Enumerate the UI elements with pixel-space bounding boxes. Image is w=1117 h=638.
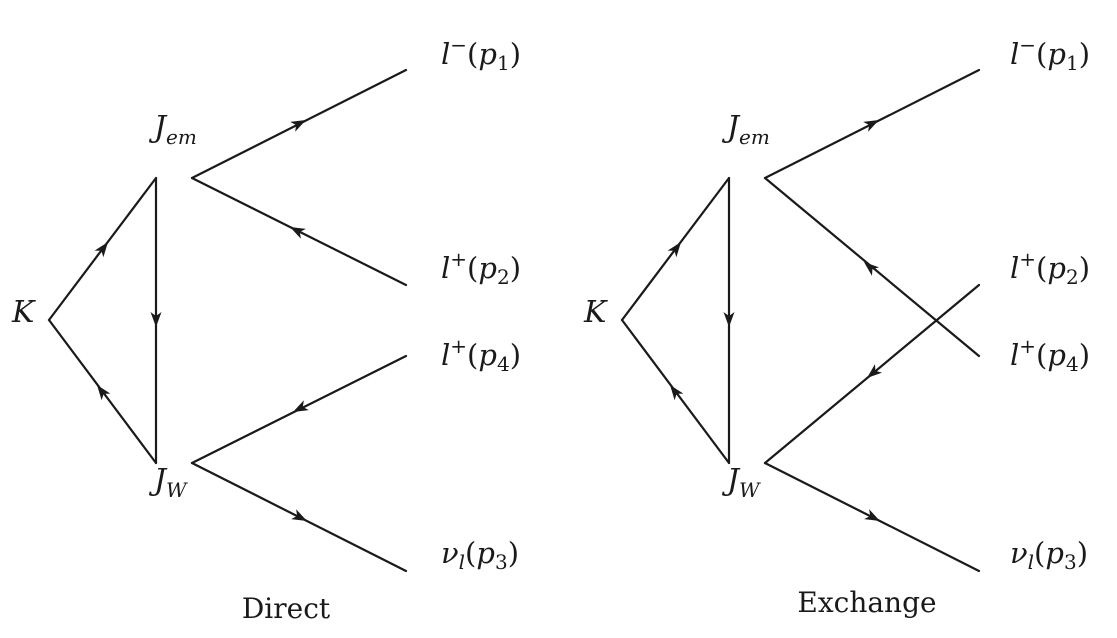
exchange-caption: Exchange [797,586,936,619]
direct-arrow-lepton-plus-p4 [293,400,309,412]
direct-caption: Direct [242,592,331,625]
direct-diagram: K Jem JW l−(p1) l+(p2) l+(p4) νl(p3) Dir… [11,33,521,625]
exchange-neutrino-p3-label: νl(p3) [1010,536,1088,574]
exchange-lepton-minus-p1-label: l−(p1) [1010,33,1090,75]
exchange-kaon-label: K [583,295,608,330]
direct-lepton-plus-p4-label: l+(p4) [441,334,521,376]
exchange-jw-label: JW [721,463,761,502]
direct-kaon-label: K [11,295,36,330]
direct-jw-label: JW [148,463,188,502]
exchange-arrow-lepton-plus-p4 [864,262,880,276]
direct-arrow-lepton-minus [290,120,306,132]
direct-arrow-kaon-jem [94,242,108,258]
exchange-arrow-neutrino [864,509,880,521]
direct-jem-label: Jem [148,110,197,149]
direct-arrow-jw-kaon [97,385,111,401]
direct-arrow-lepton-plus-p2 [290,227,306,239]
exchange-arrow-lepton-plus-p2 [867,364,883,378]
direct-lepton-plus-p2-label: l+(p2) [441,247,521,289]
exchange-lepton-plus-p2-label: l+(p2) [1010,247,1090,289]
exchange-arrow-kaon-jem [667,242,681,258]
exchange-jem-label: Jem [721,110,770,149]
direct-arrow-neutrino [291,509,307,521]
exchange-arrow-jw-kaon [670,385,684,401]
exchange-arrow-lepton-minus [863,120,879,132]
exchange-diagram: K Jem JW l−(p1) l+(p2) l+(p4) νl(p3) Exc… [583,33,1090,619]
direct-lepton-minus-p1-label: l−(p1) [441,33,521,75]
exchange-arrow-jem-jw [723,312,735,327]
direct-neutrino-p3-label: νl(p3) [441,536,519,574]
direct-arrow-jem-jw [150,312,162,327]
exchange-lepton-plus-p4-label: l+(p4) [1010,334,1090,376]
